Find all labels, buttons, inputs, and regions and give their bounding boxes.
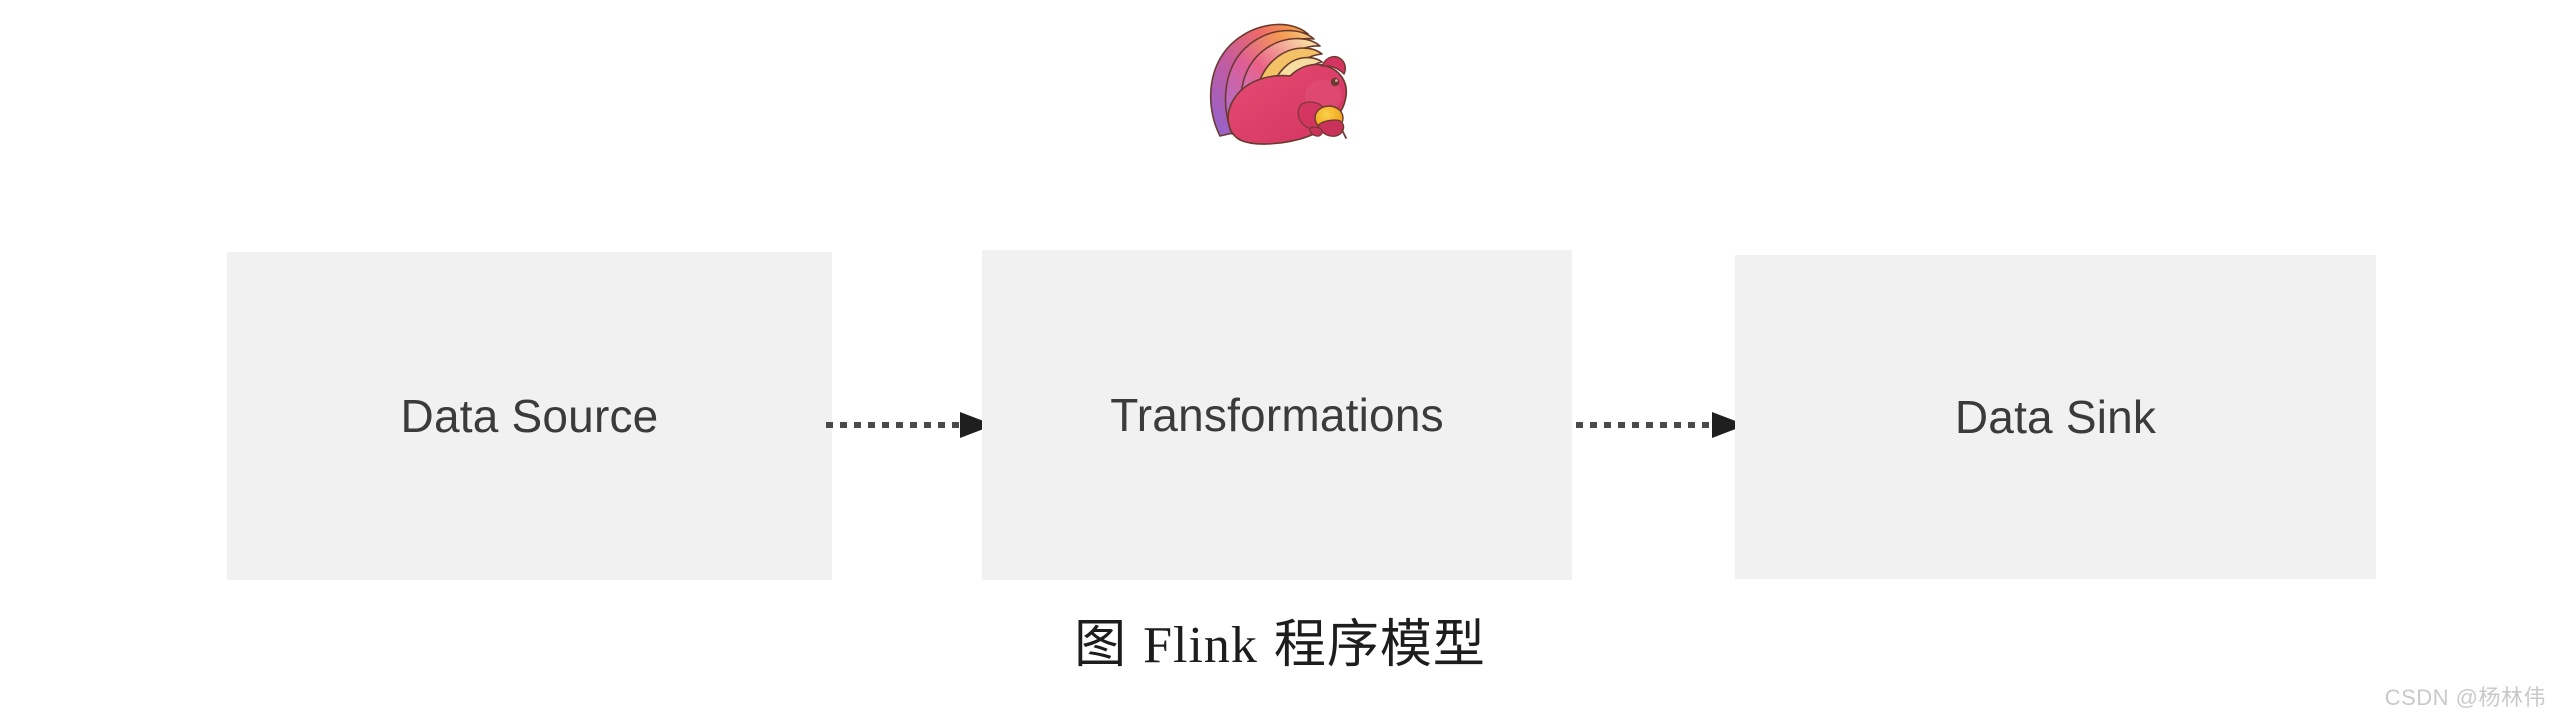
apache-flink-squirrel-logo [1196,8,1366,153]
node-data-sink: Data Sink [1735,255,2376,579]
caption-prefix: 图 [1074,617,1128,674]
caption-product: Flink [1143,617,1258,674]
node-transformations-label: Transformations [1110,389,1444,441]
node-transformations: Transformations [982,250,1572,580]
node-data-source-label: Data Source [400,390,659,442]
caption-suffix: 程序模型 [1273,617,1486,674]
figure-caption: 图 Flink 程序模型 [0,602,2560,677]
node-data-sink-label: Data Sink [1954,391,2157,443]
arrow-source-to-transform-icon [826,410,996,440]
arrow-transform-to-sink-icon [1576,410,1748,440]
node-data-source: Data Source [227,252,832,580]
csdn-watermark: CSDN @杨林伟 [2384,685,2546,710]
